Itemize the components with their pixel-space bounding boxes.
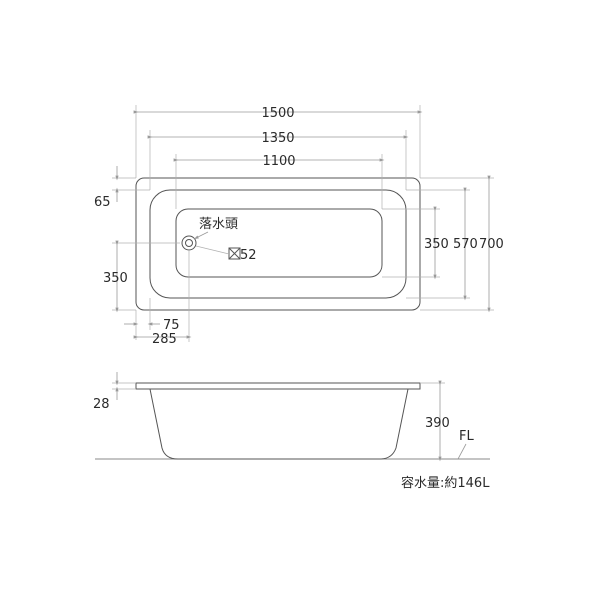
dim-inner-width: 570	[453, 237, 478, 252]
dim-drain-height: 350	[103, 271, 128, 286]
dim-bottom-length: 1100	[262, 154, 295, 169]
tub-outer-outline	[135, 177, 421, 311]
capacity-label: 容水量:約146L	[401, 475, 490, 491]
tub-inner-outline	[149, 189, 407, 299]
dim-overall-width: 700	[479, 237, 504, 252]
dim-inner-bottom-width: 350	[424, 237, 449, 252]
dim-overall-length: 1500	[261, 106, 294, 121]
tub-body-outline	[149, 388, 409, 460]
dim-height: 390	[425, 416, 450, 431]
plan-view: 1500 1350 1100 65 350 75 285 落水頭	[94, 105, 504, 347]
floor-label: FL	[459, 429, 474, 444]
drain-label: 落水頭	[199, 217, 238, 232]
dim-rim-thickness: 28	[93, 397, 110, 412]
dim-inner-length: 1350	[261, 131, 294, 146]
section-view: 28 390 FL 容水量:約146L	[93, 372, 490, 491]
tub-rim	[135, 382, 421, 390]
drain-outer-circle	[181, 235, 197, 251]
dim-drain-offset-large: 285	[152, 332, 177, 347]
dim-rim-top: 65	[94, 195, 111, 210]
drain-size-symbol	[195, 245, 241, 260]
drain-size-label: 52	[240, 248, 257, 263]
drain-inner-circle	[185, 239, 193, 247]
dim-drain-offset-small: 75	[163, 318, 180, 333]
